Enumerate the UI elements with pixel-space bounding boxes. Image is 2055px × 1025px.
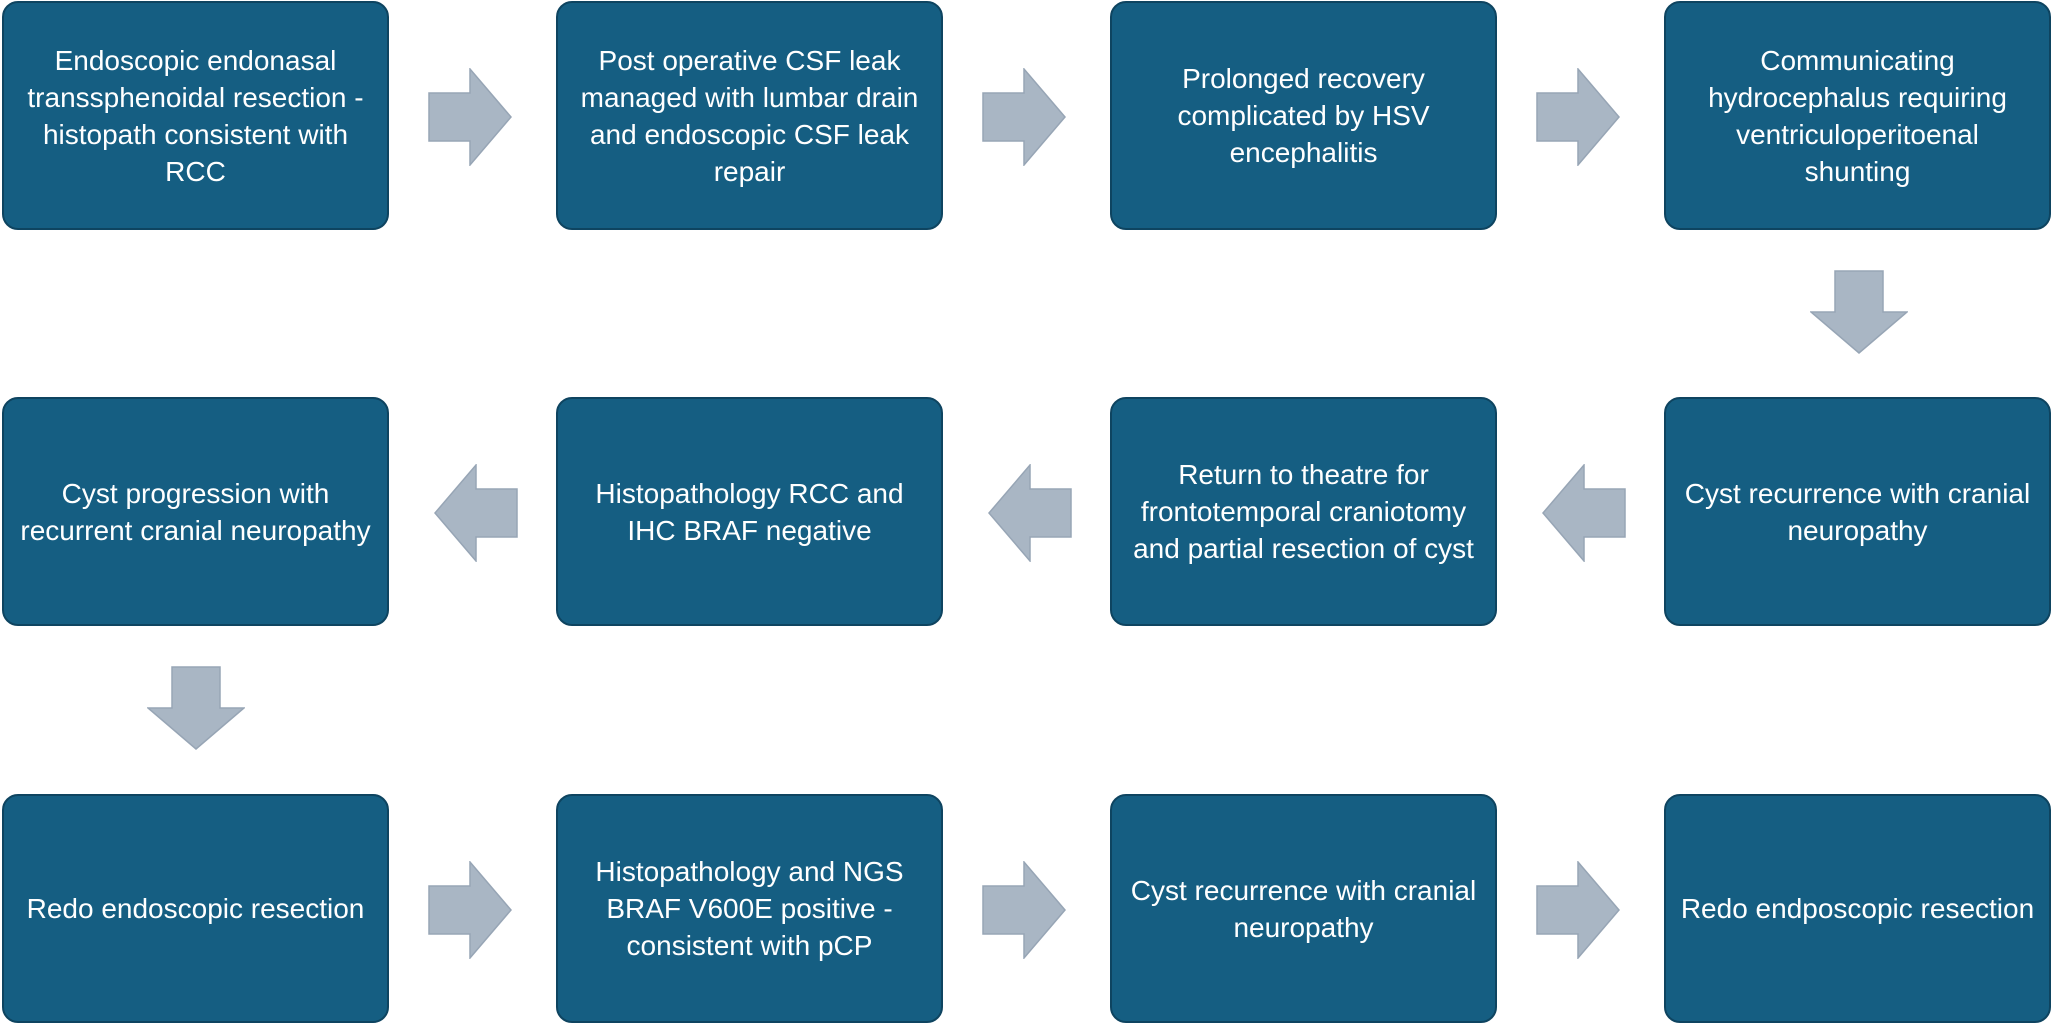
flow-step-8: Cyst progression with recurrent cranial … xyxy=(2,397,389,626)
flow-step-6-label: Return to theatre for frontotemporal cra… xyxy=(1133,459,1474,564)
arrow-right-icon xyxy=(982,861,1066,959)
flow-step-3: Prolonged recovery complicated by HSV en… xyxy=(1110,1,1497,230)
flow-step-11-label: Cyst recurrence with cranial neuropathy xyxy=(1130,874,1477,943)
flow-step-10-label: Histopathology and NGS BRAF V600E positi… xyxy=(595,856,904,961)
arrow-left-shape xyxy=(1542,464,1626,562)
flow-step-4-label: Communicating hydrocephalus requiring ve… xyxy=(1708,44,2007,187)
arrow-down-icon xyxy=(147,666,245,750)
arrow-left-icon xyxy=(1542,464,1626,562)
arrow-right-icon xyxy=(982,68,1066,166)
flow-step-9-label: Redo endoscopic resection xyxy=(26,893,365,924)
arrow-down-shape xyxy=(147,666,245,750)
flow-step-5: Cyst recurrence with cranial neuropathy xyxy=(1664,397,2051,626)
flow-step-4: Communicating hydrocephalus requiring ve… xyxy=(1664,1,2051,230)
flow-step-12: Redo endposcopic resection xyxy=(1664,794,2051,1023)
flow-step-8-label: Cyst progression with recurrent cranial … xyxy=(20,477,371,546)
flow-step-2-label: Post operative CSF leak managed with lum… xyxy=(580,44,919,187)
flow-step-9: Redo endoscopic resection xyxy=(2,794,389,1023)
arrow-right-shape xyxy=(428,861,512,959)
flow-step-12-label: Redo endposcopic resection xyxy=(1680,893,2035,924)
arrow-left-shape xyxy=(434,464,518,562)
arrow-left-shape xyxy=(988,464,1072,562)
arrow-right-icon xyxy=(428,68,512,166)
flow-step-2: Post operative CSF leak managed with lum… xyxy=(556,1,943,230)
flow-step-1-label: Endoscopic endonasal transsphenoidal res… xyxy=(27,44,364,187)
arrow-right-shape xyxy=(428,68,512,166)
arrow-right-shape xyxy=(982,68,1066,166)
arrow-right-shape xyxy=(1536,861,1620,959)
flow-step-7: Histopathology RCC and IHC BRAF negative xyxy=(556,397,943,626)
flow-step-7-label: Histopathology RCC and IHC BRAF negative xyxy=(595,477,904,546)
arrow-left-icon xyxy=(988,464,1072,562)
arrow-left-icon xyxy=(434,464,518,562)
arrow-down-shape xyxy=(1810,270,1908,354)
arrow-right-shape xyxy=(982,861,1066,959)
flow-step-1: Endoscopic endonasal transsphenoidal res… xyxy=(2,1,389,230)
flow-step-11: Cyst recurrence with cranial neuropathy xyxy=(1110,794,1497,1023)
flow-step-3-label: Prolonged recovery complicated by HSV en… xyxy=(1177,63,1430,168)
arrow-right-icon xyxy=(428,861,512,959)
arrow-right-shape xyxy=(1536,68,1620,166)
flow-step-10: Histopathology and NGS BRAF V600E positi… xyxy=(556,794,943,1023)
arrow-right-icon xyxy=(1536,861,1620,959)
flow-step-5-label: Cyst recurrence with cranial neuropathy xyxy=(1684,477,2031,546)
arrow-down-icon xyxy=(1810,270,1908,354)
flow-step-6: Return to theatre for frontotemporal cra… xyxy=(1110,397,1497,626)
arrow-right-icon xyxy=(1536,68,1620,166)
